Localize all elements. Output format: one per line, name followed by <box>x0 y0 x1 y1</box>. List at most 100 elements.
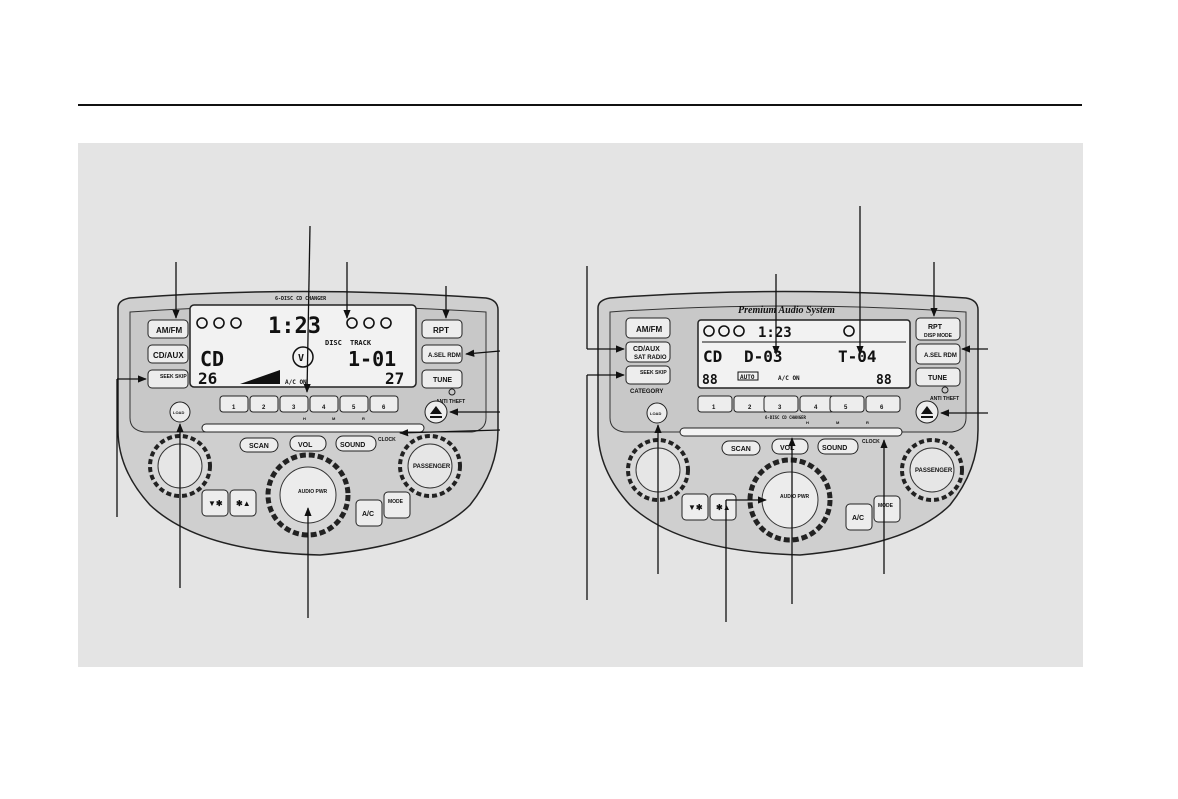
preset-1-button[interactable] <box>219 395 249 413</box>
preset-3-button-premium[interactable] <box>763 395 799 413</box>
lcd-disc-label: DISC <box>325 339 342 347</box>
load-button[interactable] <box>169 401 191 423</box>
amfm-button-premium[interactable] <box>625 317 671 339</box>
sound-button[interactable] <box>335 435 377 452</box>
audio-pwr-label: AUDIO PWR <box>298 489 328 495</box>
amfm-button[interactable] <box>147 319 189 339</box>
amfm-label-premium: AM/FM <box>636 325 663 334</box>
seek-skip-button[interactable] <box>147 369 189 389</box>
fan-down-button-premium[interactable] <box>681 493 709 521</box>
fan-down-button[interactable] <box>201 489 229 517</box>
ac-button-premium[interactable] <box>845 503 873 531</box>
sound-label: SOUND <box>340 442 365 449</box>
category-label: CATEGORY <box>630 389 663 395</box>
preset-2-button[interactable] <box>249 395 279 413</box>
disp-mode-label: DISP MODE <box>924 333 953 339</box>
preset-5-num-premium: 5 <box>844 405 848 411</box>
passenger-label: PASSENGER <box>413 464 451 470</box>
eject-icon-premium <box>921 406 933 418</box>
vol-label: VOL <box>298 442 313 449</box>
svg-text:▼✱: ▼✱ <box>208 499 223 508</box>
lcd-right-temp-premium: 88 <box>876 373 892 388</box>
preset-2-num: 2 <box>262 405 266 411</box>
preset-6-button[interactable] <box>369 395 399 413</box>
sound-label-premium: SOUND <box>822 445 847 452</box>
hmr-h-premium: H <box>806 420 809 425</box>
tune-label-premium: TUNE <box>928 375 947 382</box>
hmr-m: M <box>332 416 336 421</box>
preset-3-button[interactable] <box>279 395 309 413</box>
preset-5-button-premium[interactable] <box>829 395 865 413</box>
scan-label: SCAN <box>249 443 269 450</box>
cdaux-sat-button[interactable] <box>625 341 671 363</box>
lcd-track-premium: T-04 <box>838 347 877 366</box>
asel-button[interactable] <box>421 344 463 364</box>
preset-4-num: 4 <box>322 405 326 411</box>
vol-button[interactable] <box>289 435 327 452</box>
rpt-button[interactable] <box>421 319 463 339</box>
hmr-h: H <box>303 416 306 421</box>
svg-text:▼✱: ▼✱ <box>688 503 703 512</box>
lcd-time: 1:23 <box>268 314 321 339</box>
mode-label-premium: MODE <box>878 503 894 509</box>
ac-label: A/C <box>362 511 374 518</box>
mode-button-premium[interactable] <box>873 495 901 523</box>
sat-radio-label: SAT RADIO <box>634 355 667 361</box>
cdaux-label-premium: CD/AUX <box>633 346 660 353</box>
asel-label: A.SEL RDM <box>428 353 461 359</box>
seek-skip-button-premium[interactable] <box>625 365 671 385</box>
lcd-auto-premium: AUTO <box>740 374 755 381</box>
ac-label-premium: A/C <box>852 515 864 522</box>
preset-6-num-premium: 6 <box>880 405 884 411</box>
preset-2-num-premium: 2 <box>748 405 752 411</box>
preset-buttons: 1 2 3 4 5 6 <box>219 395 399 413</box>
passenger-label-premium: PASSENGER <box>915 468 953 474</box>
lcd-disc-premium: D-03 <box>744 347 783 366</box>
anti-theft-label-premium: ANTI THEFT <box>930 396 959 402</box>
preset-6-button-premium[interactable] <box>865 395 901 413</box>
asel-label-premium: A.SEL RDM <box>924 353 957 359</box>
sound-button-premium[interactable] <box>817 438 859 455</box>
preset-3-num-premium: 3 <box>778 405 782 411</box>
disc-indicators <box>196 317 392 329</box>
preset-1-num: 1 <box>232 405 236 411</box>
hmr-r-premium: R <box>866 420 869 425</box>
amfm-label: AM/FM <box>156 326 183 335</box>
lcd-right-temp: 27 <box>385 369 404 388</box>
svg-text:✱▲: ✱▲ <box>236 499 251 508</box>
cdaux-button[interactable] <box>147 344 189 364</box>
mode-button[interactable] <box>383 491 411 519</box>
disc-indicators-premium <box>703 325 855 337</box>
cdaux-label: CD/AUX <box>153 351 184 360</box>
lcd-display-premium <box>697 319 911 389</box>
load-button-premium[interactable] <box>646 402 668 424</box>
load-label-premium: LOAD <box>650 411 661 416</box>
lcd-track: 1-01 <box>348 347 396 371</box>
clock-label: CLOCK <box>378 437 396 443</box>
preset-4-button[interactable] <box>309 395 339 413</box>
preset-1-button-premium[interactable] <box>697 395 733 413</box>
audio-pwr-label-premium: AUDIO PWR <box>780 494 810 500</box>
scan-button-premium[interactable] <box>721 440 761 456</box>
hmr-m-premium: M <box>836 420 840 425</box>
scan-label-premium: SCAN <box>731 446 751 453</box>
rpt-disp-button[interactable] <box>915 317 961 341</box>
clock-label-premium: CLOCK <box>862 439 880 445</box>
seek-skip-label: SEEK SKIP <box>160 374 187 380</box>
fan-up-button[interactable] <box>229 489 257 517</box>
changer-label-premium: 6-DISC CD CHANGER <box>765 415 807 420</box>
preset-buttons-premium: 1 2 3 4 5 6 <box>697 395 901 413</box>
changer-label: 6-DISC CD CHANGER <box>275 296 327 302</box>
asel-button-premium[interactable] <box>915 343 961 365</box>
preset-5-button[interactable] <box>339 395 369 413</box>
tune-button-premium[interactable] <box>915 367 961 387</box>
preset-4-num-premium: 4 <box>814 405 818 411</box>
scan-button[interactable] <box>239 437 279 453</box>
lcd-display <box>189 304 417 388</box>
lcd-left-temp-premium: 88 <box>702 373 718 388</box>
lcd-track-label: TRACK <box>350 339 372 347</box>
ac-button[interactable] <box>355 499 383 527</box>
tune-label: TUNE <box>433 377 452 384</box>
tune-button[interactable] <box>421 369 463 389</box>
